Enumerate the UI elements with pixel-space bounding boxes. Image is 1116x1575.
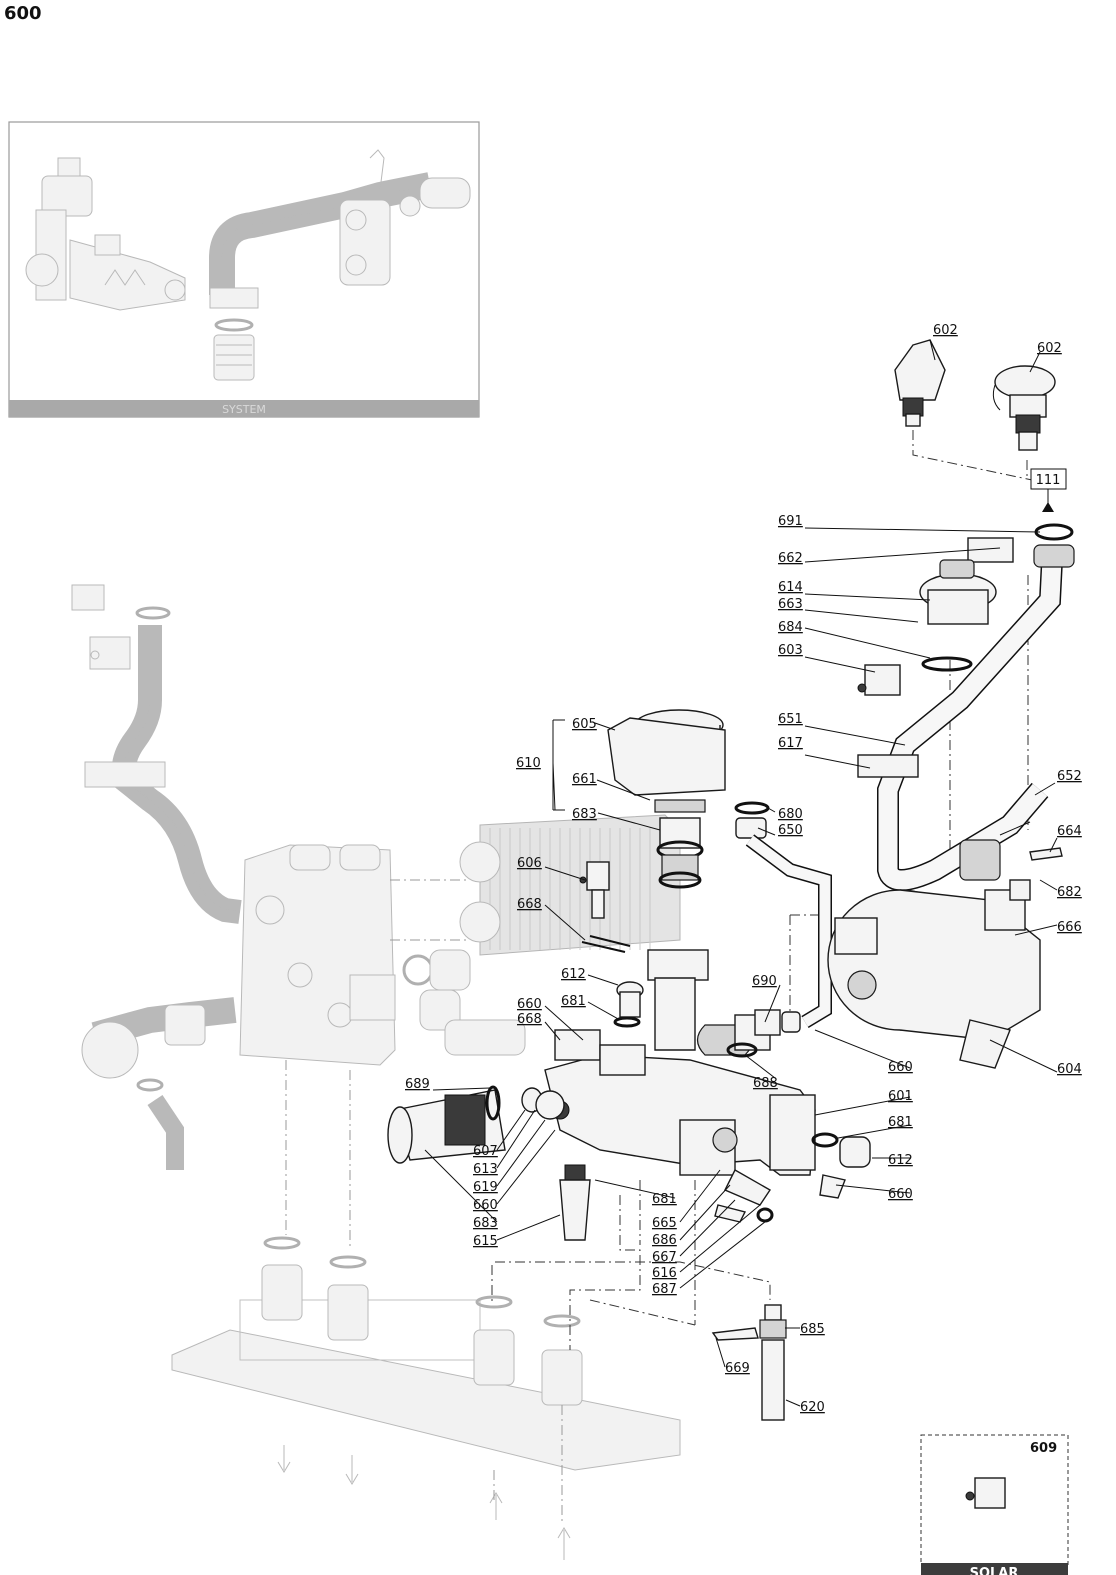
callout-601: 601 [888, 1089, 913, 1104]
callout-619: 619 [473, 1180, 498, 1195]
valve-cartridge-683 [656, 817, 704, 889]
callout-691: 691 [778, 514, 803, 529]
ghost-left-assembly [71, 584, 681, 1560]
callouts: 602 602 691 662 614 663 684 603 651 617 … [405, 323, 1082, 1415]
inset-system: SYSTEM [8, 121, 480, 418]
callout-606: 606 [517, 856, 542, 871]
callout-683-a: 683 [572, 807, 597, 822]
callout-661: 661 [572, 772, 597, 787]
callout-687: 687 [652, 1282, 677, 1297]
page-title: 600 [4, 3, 42, 24]
inset-valve-body [25, 157, 186, 311]
hydraulic-block-601 [544, 949, 816, 1176]
diverter-motor-605 [607, 709, 726, 813]
callout-681-a: 681 [561, 994, 586, 1009]
callout-660-c: 660 [888, 1187, 913, 1202]
callout-690: 690 [752, 974, 777, 989]
connector-615 [559, 1164, 591, 1241]
hose-clips-664 [999, 821, 1063, 861]
bypass-pipe-651 [857, 523, 1075, 891]
callout-665: 665 [652, 1216, 677, 1231]
callout-686: 686 [652, 1233, 677, 1248]
callout-681-c: 681 [652, 1192, 677, 1207]
callout-688: 688 [753, 1076, 778, 1091]
callout-660-d: 660 [473, 1198, 498, 1213]
pressure-sensor-602-b [992, 365, 1056, 451]
callout-689: 689 [405, 1077, 430, 1092]
callout-667: 667 [652, 1250, 677, 1265]
inset-solar-part-number: 609 [1030, 1441, 1057, 1456]
inset-solar: SOLAR 609 [920, 1434, 1069, 1575]
callout-614: 614 [778, 580, 803, 595]
callout-612-b: 612 [888, 1153, 913, 1168]
connection-pipe-650 [734, 801, 832, 1033]
filter-cartridge-689 [387, 1085, 565, 1164]
sensor-606 [579, 861, 610, 919]
bottom-connectors [714, 1169, 774, 1223]
callout-685: 685 [800, 1322, 825, 1337]
callout-602-b: 602 [1037, 341, 1062, 356]
callout-610: 610 [516, 756, 541, 771]
pump-604 [827, 839, 1041, 1069]
callout-604: 604 [1057, 1062, 1082, 1077]
callout-651: 651 [778, 712, 803, 727]
callout-660-a: 660 [517, 997, 542, 1012]
inset-system-label: SYSTEM [222, 403, 266, 416]
callout-668-a: 668 [517, 897, 542, 912]
callout-662: 662 [778, 551, 803, 566]
callout-683-b: 683 [473, 1216, 498, 1231]
callout-605: 605 [572, 717, 597, 732]
reference-box-111: 111 [1030, 468, 1067, 512]
callout-620: 620 [800, 1400, 825, 1415]
drain-valve-620 [711, 1304, 787, 1421]
callout-668-b: 668 [517, 1012, 542, 1027]
callout-617: 617 [778, 736, 803, 751]
clip-690 [726, 1009, 781, 1058]
callout-615: 615 [473, 1234, 498, 1249]
sensor-603 [857, 664, 901, 696]
callout-612-a: 612 [561, 967, 586, 982]
callout-666: 666 [1057, 920, 1082, 935]
inset-solar-label: SOLAR [970, 1566, 1019, 1575]
callout-682: 682 [1057, 885, 1082, 900]
leader-lines [424, 339, 1058, 1407]
callout-660-b: 660 [888, 1060, 913, 1075]
callout-663: 663 [778, 597, 803, 612]
callout-680: 680 [778, 807, 803, 822]
check-valve-612-top [613, 981, 644, 1028]
callout-602-a: 602 [933, 323, 958, 338]
callout-664: 664 [1057, 824, 1082, 839]
callout-669: 669 [725, 1361, 750, 1376]
check-valve-612-right [811, 1132, 871, 1199]
callout-613: 613 [473, 1162, 498, 1177]
callout-607: 607 [473, 1144, 498, 1159]
clip-668 [581, 935, 631, 953]
callout-684: 684 [778, 620, 803, 635]
inset-bypass-pipe [209, 149, 471, 381]
pressure-sensor-602-a [894, 339, 946, 427]
reference-box-label: 111 [1036, 473, 1061, 488]
callout-681-b: 681 [888, 1115, 913, 1130]
callout-616: 616 [652, 1266, 677, 1281]
callout-603: 603 [778, 643, 803, 658]
callout-652: 652 [1057, 769, 1082, 784]
callout-650: 650 [778, 823, 803, 838]
